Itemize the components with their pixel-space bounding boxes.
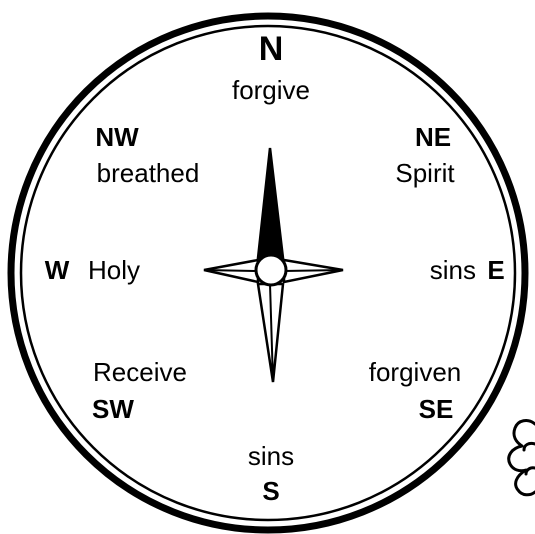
southeast-word: forgiven <box>369 357 462 387</box>
northeast-letters: NE <box>415 122 451 152</box>
east-letter: E <box>487 255 504 285</box>
northwest-word: breathed <box>97 158 200 188</box>
north-word: forgive <box>232 75 310 105</box>
northeast-word: Spirit <box>395 158 455 188</box>
southeast-letters: SE <box>419 394 454 424</box>
southwest-word: Receive <box>93 357 187 387</box>
southwest-letters: SW <box>92 394 134 424</box>
west-word: Holy <box>88 255 140 285</box>
east-word: sins <box>430 255 476 285</box>
south-letter: S <box>262 476 279 506</box>
pointing-hand-icon <box>509 421 535 495</box>
north-letter: N <box>259 30 284 68</box>
south-word: sins <box>248 441 294 471</box>
west-letter: W <box>45 255 70 285</box>
northwest-letters: NW <box>95 122 139 152</box>
